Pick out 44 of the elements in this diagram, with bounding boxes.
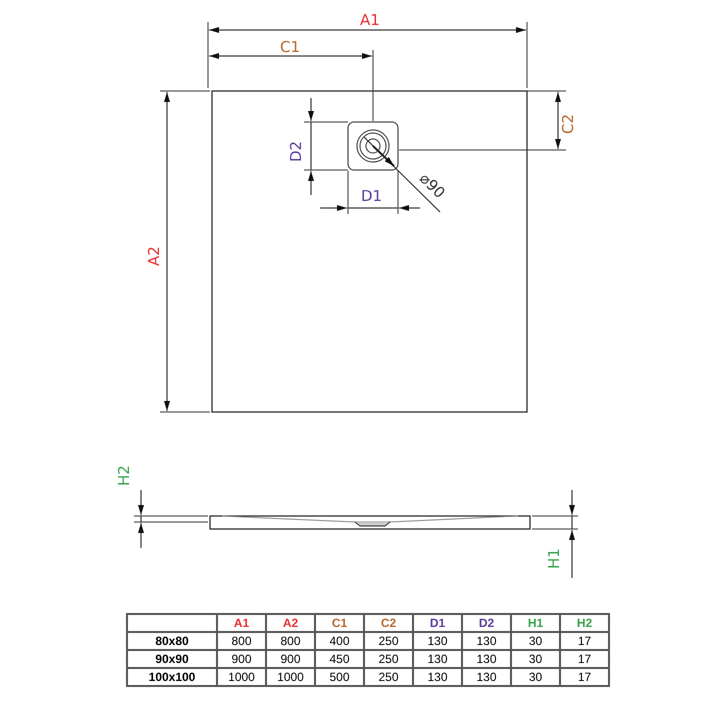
dimension-value: 250 [364,668,413,686]
dimension-value: 800 [217,632,266,650]
column-heading: A1 [217,614,266,632]
dimension-value: 900 [266,650,315,668]
dimension-value: 30 [511,650,560,668]
dimension-label: A1 [360,12,380,29]
dimension-value: 900 [217,650,266,668]
dimension-label: H2 [116,465,133,486]
row-heading: 90x90 [127,650,217,668]
dimension-value: 30 [511,632,560,650]
column-heading: H2 [560,614,609,632]
dimension-label: C2 [560,114,577,134]
dimension-value: 450 [315,650,364,668]
column-heading: D1 [413,614,462,632]
dimension-label: D2 [288,140,305,162]
dimension-value: 130 [413,632,462,650]
dimension-value: 130 [413,668,462,686]
column-heading: D2 [462,614,511,632]
column-heading: H1 [511,614,560,632]
dimension-value: 130 [413,650,462,668]
dimension-value: 130 [462,632,511,650]
column-heading: C1 [315,614,364,632]
dimension-value: 30 [511,668,560,686]
dimension-label: ⌀90 [416,170,448,202]
dimension-label: C1 [280,39,300,56]
row-heading: 100x100 [127,668,217,686]
dimension-value: 17 [560,668,609,686]
dimension-label: A2 [146,246,163,266]
dimension-value: 17 [560,632,609,650]
dimension-value: 500 [315,668,364,686]
dimension-value: 130 [462,668,511,686]
dimension-label: D1 [361,188,382,205]
dimension-value: 250 [364,650,413,668]
dimension-value: 130 [462,650,511,668]
dimension-value: 400 [315,632,364,650]
dimension-value: 1000 [266,668,315,686]
dimension-value: 250 [364,632,413,650]
row-heading: 80x80 [127,632,217,650]
dimension-value: 1000 [217,668,266,686]
column-heading: C2 [364,614,413,632]
dimension-label: H1 [546,548,563,569]
dimension-value: 17 [560,650,609,668]
column-heading: A2 [266,614,315,632]
dimension-value: 800 [266,632,315,650]
